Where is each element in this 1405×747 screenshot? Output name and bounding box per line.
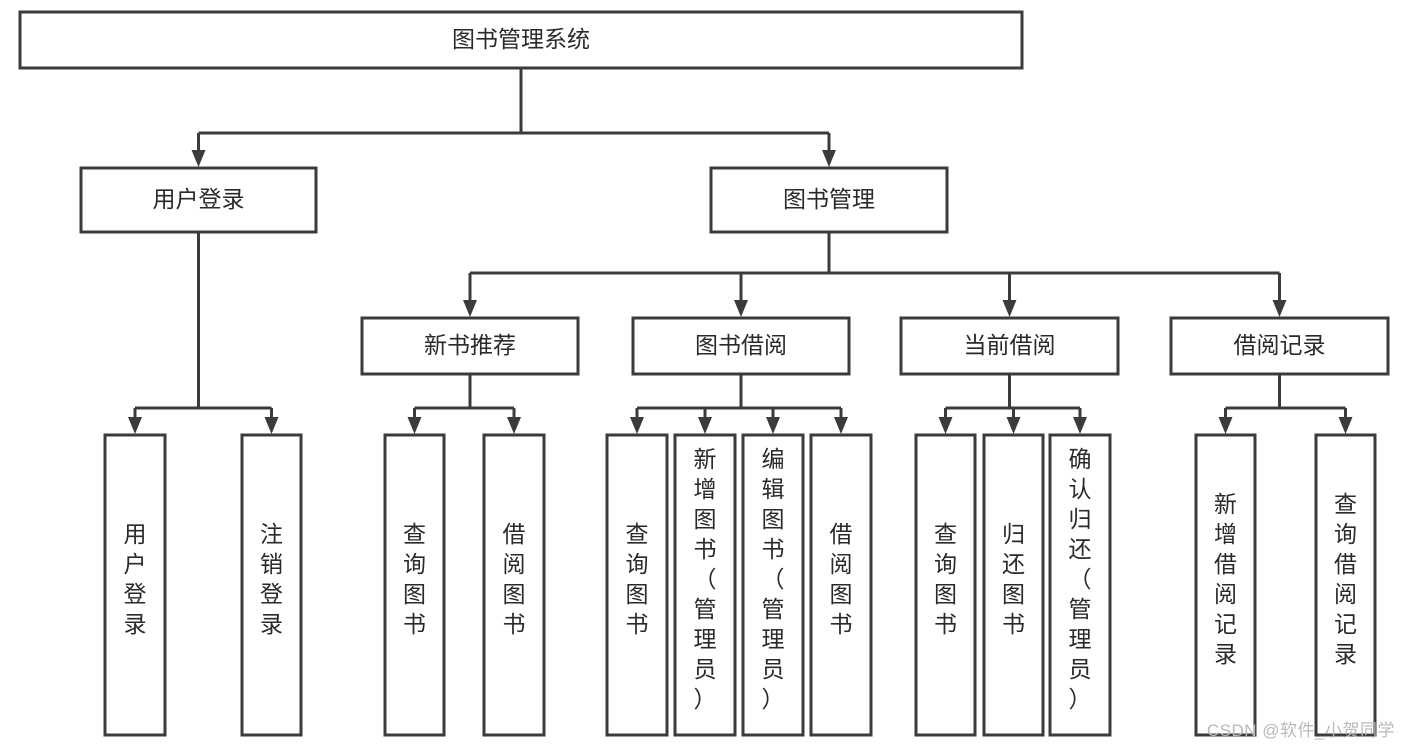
- arrow-head-icon: [128, 417, 142, 434]
- arrow-head-icon: [938, 417, 953, 434]
- node-level3-3-box[interactable]: [1169, 316, 1390, 376]
- arrow-head-icon: [1272, 300, 1287, 317]
- node-leaf-3-box[interactable]: [482, 433, 546, 737]
- node-level3-1-label: 图书借阅: [695, 332, 787, 358]
- node-leaf-8[interactable]: 查询图书: [914, 433, 977, 737]
- connector-layer: [128, 68, 1353, 434]
- node-leaf-5[interactable]: 新增图书（管理员）: [673, 433, 737, 737]
- node-leaf-4-box[interactable]: [605, 433, 669, 737]
- node-root-label: 图书管理系统: [452, 26, 590, 52]
- node-leaf-3-label: 借阅图书: [503, 521, 526, 637]
- node-leaf-5-label: 新增图书（管理员）: [694, 446, 717, 712]
- node-leaf-12-box[interactable]: [1314, 433, 1377, 737]
- node-leaf-7-label: 借阅图书: [830, 521, 853, 637]
- node-leaf-1[interactable]: 注销登录: [240, 433, 303, 737]
- node-leaf-2-box[interactable]: [383, 433, 446, 737]
- arrow-head-icon: [191, 150, 206, 167]
- node-leaf-10-box[interactable]: [1048, 433, 1112, 737]
- arrow-head-icon: [1073, 417, 1087, 434]
- node-level3-3-label: 借阅记录: [1234, 332, 1326, 358]
- arrow-head-icon: [407, 417, 422, 434]
- node-leaf-10[interactable]: 确认归还（管理员）: [1048, 433, 1112, 737]
- node-leaf-2-label: 查询图书: [403, 521, 426, 637]
- node-leaf-9-box[interactable]: [982, 433, 1045, 737]
- node-level3-1[interactable]: 图书借阅: [631, 316, 851, 376]
- arrow-head-icon: [734, 300, 748, 317]
- node-leaf-8-box[interactable]: [914, 433, 977, 737]
- arrow-head-icon: [766, 417, 780, 434]
- node-leaf-0-label: 用户登录: [124, 521, 147, 637]
- node-level3-2[interactable]: 当前借阅: [899, 316, 1120, 376]
- node-level2-1-label: 图书管理: [783, 186, 875, 212]
- arrow-head-icon: [630, 417, 644, 434]
- arrow-head-icon: [1006, 417, 1021, 434]
- node-leaf-4-label: 查询图书: [626, 521, 649, 637]
- node-level3-0[interactable]: 新书推荐: [360, 316, 580, 376]
- node-level3-0-label: 新书推荐: [424, 332, 516, 358]
- arrow-head-icon: [463, 300, 477, 317]
- node-level2-0-label: 用户登录: [153, 186, 245, 212]
- node-level3-2-label: 当前借阅: [964, 332, 1056, 358]
- arrow-head-icon: [1338, 417, 1353, 434]
- node-level3-0-box[interactable]: [360, 316, 580, 376]
- node-leaf-12[interactable]: 查询借阅记录: [1314, 433, 1377, 737]
- node-leaf-1-box[interactable]: [240, 433, 303, 737]
- node-leaf-7[interactable]: 借阅图书: [809, 433, 873, 737]
- node-leaf-12-label: 查询借阅记录: [1334, 491, 1357, 667]
- node-leaf-10-label: 确认归还（管理员）: [1069, 446, 1092, 712]
- node-leaf-5-box[interactable]: [673, 433, 737, 737]
- node-level2-1[interactable]: 图书管理: [709, 166, 949, 234]
- node-leaf-6-box[interactable]: [741, 433, 805, 737]
- node-leaf-11-box[interactable]: [1194, 433, 1257, 737]
- node-leaf-6[interactable]: 编辑图书（管理员）: [741, 433, 805, 737]
- node-layer: 图书管理系统用户登录图书管理新书推荐图书借阅当前借阅借阅记录用户登录注销登录查询…: [18, 10, 1390, 737]
- arrow-head-icon: [507, 417, 521, 434]
- arrow-head-icon: [698, 417, 712, 434]
- node-level2-1-box[interactable]: [709, 166, 949, 234]
- node-leaf-9[interactable]: 归还图书: [982, 433, 1045, 737]
- node-leaf-1-label: 注销登录: [260, 521, 283, 637]
- node-root-box[interactable]: [18, 10, 1024, 70]
- node-leaf-3[interactable]: 借阅图书: [482, 433, 546, 737]
- node-leaf-2[interactable]: 查询图书: [383, 433, 446, 737]
- node-level2-0-box[interactable]: [79, 166, 318, 234]
- node-leaf-11-label: 新增借阅记录: [1214, 491, 1237, 667]
- arrow-head-icon: [264, 417, 279, 434]
- arrow-head-icon: [834, 417, 848, 434]
- node-level3-2-box[interactable]: [899, 316, 1120, 376]
- node-leaf-0-box[interactable]: [103, 433, 167, 737]
- node-leaf-0[interactable]: 用户登录: [103, 433, 167, 737]
- watermark-text: CSDN @软件_小贺同学: [1206, 721, 1395, 740]
- node-level3-3[interactable]: 借阅记录: [1169, 316, 1390, 376]
- node-level2-0[interactable]: 用户登录: [79, 166, 318, 234]
- node-leaf-6-label: 编辑图书（管理员）: [762, 446, 785, 712]
- node-leaf-4[interactable]: 查询图书: [605, 433, 669, 737]
- node-root[interactable]: 图书管理系统: [18, 10, 1024, 70]
- node-leaf-8-label: 查询图书: [934, 521, 957, 637]
- arrow-head-icon: [822, 150, 836, 167]
- node-leaf-7-box[interactable]: [809, 433, 873, 737]
- arrow-head-icon: [1002, 300, 1017, 317]
- arrow-head-icon: [1218, 417, 1233, 434]
- node-leaf-9-label: 归还图书: [1002, 521, 1025, 637]
- node-level3-1-box[interactable]: [631, 316, 851, 376]
- node-leaf-11[interactable]: 新增借阅记录: [1194, 433, 1257, 737]
